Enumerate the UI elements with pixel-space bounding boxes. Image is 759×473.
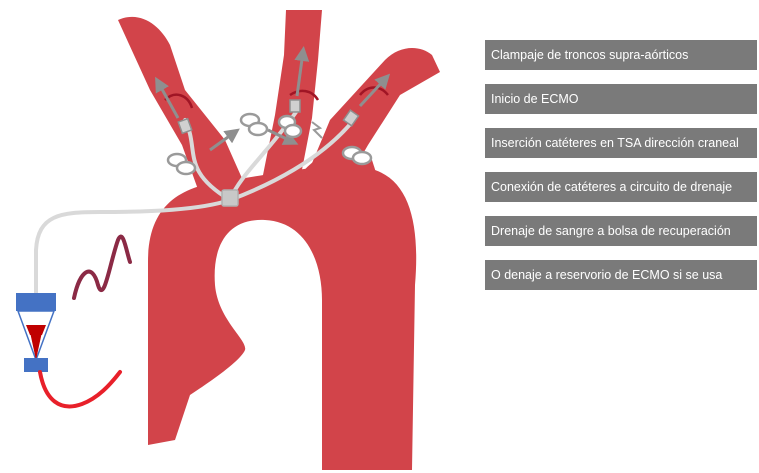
flash-icon (312, 122, 322, 138)
connector (222, 190, 238, 206)
recovery-bag-icon (16, 293, 56, 372)
step-2: Inicio de ECMO (485, 84, 757, 114)
step-4: Conexión de catéteres a circuito de dren… (485, 172, 757, 202)
steps-list: Clampaje de troncos supra-aórticos Inici… (485, 40, 757, 290)
aortic-arch-diagram (0, 0, 480, 473)
aortic-arch (148, 166, 416, 470)
step-6: O denaje a reservorio de ECMO si se usa (485, 260, 757, 290)
surgical-clamp-icon (241, 114, 267, 135)
step-1: Clampaje de troncos supra-aórticos (485, 40, 757, 70)
venous-tube (74, 237, 130, 298)
step-3: Inserción catéteres en TSA dirección cra… (485, 128, 757, 158)
aorta (118, 10, 440, 470)
return-tube (40, 372, 120, 406)
step-5: Drenaje de sangre a bolsa de recuperació… (485, 216, 757, 246)
